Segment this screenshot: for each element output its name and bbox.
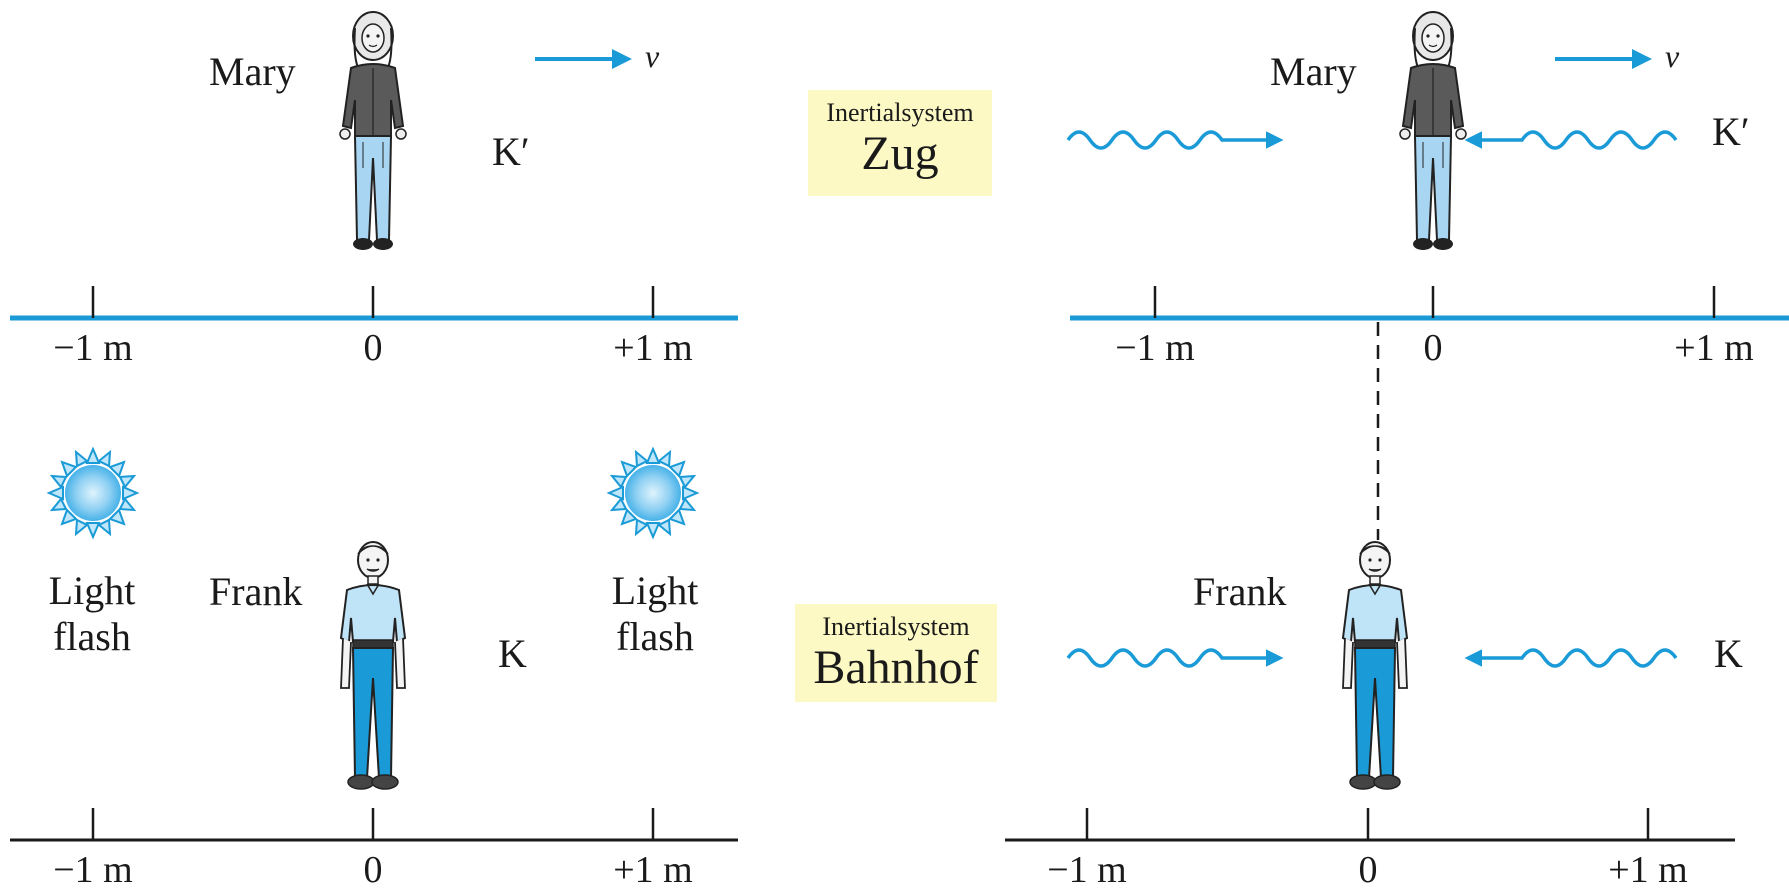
- axis-bottom-left: [10, 808, 738, 842]
- right-flash-label: Light flash: [585, 568, 725, 660]
- k-label-right: K: [1714, 631, 1743, 676]
- tick-minus-one-top-right: −1 m: [1115, 327, 1195, 369]
- station-box-small-label: Inertialsystem: [822, 612, 970, 641]
- k-label: K: [498, 631, 527, 676]
- mary-label-right: Mary: [1270, 49, 1357, 94]
- tick-zero-top-right: 0: [1423, 327, 1443, 369]
- frank-figure-right-icon: [1342, 541, 1408, 790]
- train-box-small-label: Inertialsystem: [826, 98, 974, 127]
- axis-top-left: [10, 286, 738, 321]
- tick-zero-bottom-right: 0: [1358, 849, 1378, 891]
- k-prime-label-right: K′: [1712, 109, 1750, 154]
- axis-bottom-right: [1005, 808, 1735, 842]
- left-sun-flash-icon: [48, 448, 138, 538]
- tick-zero-bottom-left: 0: [363, 849, 383, 891]
- left-flash-word-light: Light: [48, 568, 136, 613]
- tick-minus-one-top-left: −1 m: [53, 327, 133, 369]
- axis-top-right: [1070, 286, 1789, 321]
- station-box-big-label: Bahnhof: [813, 641, 979, 694]
- velocity-label: v⃗: [645, 38, 685, 74]
- station-frame-box: Inertialsystem Bahnhof: [795, 604, 997, 702]
- wave-bottom-right-left-icon: [1066, 648, 1284, 668]
- left-flash-word-flash: flash: [53, 614, 131, 659]
- train-frame-box: Inertialsystem Zug: [808, 90, 992, 196]
- wave-top-right-left-icon: [1066, 130, 1284, 150]
- right-flash-word-flash: flash: [616, 614, 694, 659]
- mary-figure-icon: [339, 11, 407, 251]
- tick-plus-one-bottom-right: +1 m: [1608, 849, 1688, 891]
- train-box-big-label: Zug: [861, 127, 939, 180]
- frank-label: Frank: [209, 569, 303, 614]
- right-flash-word-light: Light: [611, 568, 699, 613]
- left-flash-label: Light flash: [22, 568, 162, 660]
- mary-figure-right-icon: [1399, 11, 1467, 251]
- tick-plus-one-bottom-left: +1 m: [613, 849, 693, 891]
- frank-figure-icon: [340, 541, 406, 790]
- tick-plus-one-top-left: +1 m: [613, 327, 693, 369]
- tick-plus-one-top-right: +1 m: [1674, 327, 1754, 369]
- mary-label: Mary: [209, 49, 296, 94]
- tick-minus-one-bottom-left: −1 m: [53, 849, 133, 891]
- wave-top-right-right-icon: [1464, 130, 1678, 150]
- velocity-label-right: v⃗: [1665, 38, 1705, 74]
- right-sun-flash-icon: [608, 448, 698, 538]
- wave-bottom-right-right-icon: [1464, 648, 1678, 668]
- tick-minus-one-bottom-right: −1 m: [1047, 849, 1127, 891]
- k-prime-label: K′: [492, 129, 530, 174]
- frank-label-right: Frank: [1193, 569, 1287, 614]
- tick-zero-top-left: 0: [363, 327, 383, 369]
